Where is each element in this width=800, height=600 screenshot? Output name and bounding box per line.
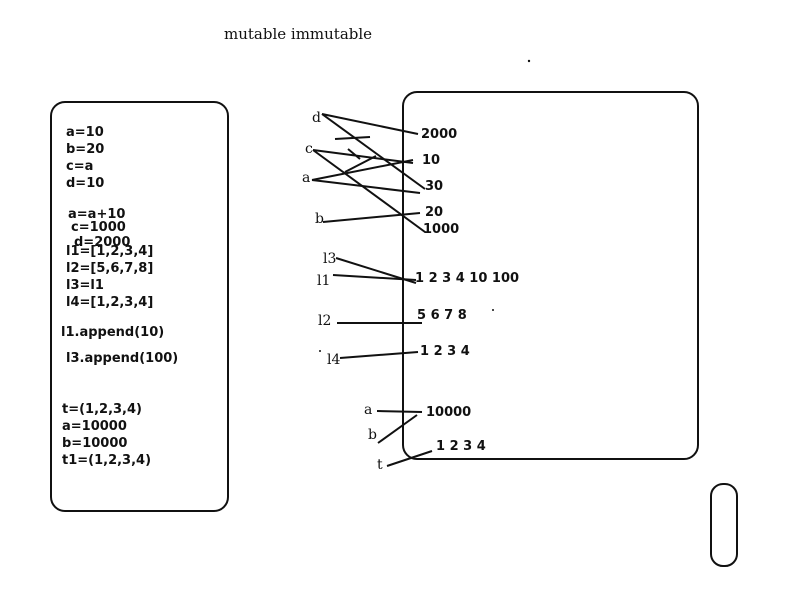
code-box xyxy=(50,101,229,512)
ref-line xyxy=(321,113,426,190)
ref-line xyxy=(312,149,414,164)
memory-value: 20 xyxy=(425,205,444,220)
variable-label: a xyxy=(364,402,373,418)
page-title: mutable immutable xyxy=(224,25,373,43)
code-line: a=a+10 xyxy=(68,207,126,222)
code-line: b=20 xyxy=(66,142,105,157)
code-line: l1.append(10) xyxy=(61,325,165,340)
memory-value: 1 2 3 4 xyxy=(436,439,486,454)
code-line: a=10 xyxy=(66,125,104,140)
strike-mark xyxy=(347,148,361,160)
ref-line xyxy=(339,351,419,359)
code-line: l4=[1,2,3,4] xyxy=(66,295,154,310)
variable-label: l2 xyxy=(318,313,332,329)
variable-label: l1 xyxy=(317,273,331,289)
ref-line xyxy=(386,450,433,467)
ref-line xyxy=(311,159,414,181)
memory-value: 10000 xyxy=(426,405,472,420)
code-line: b=10000 xyxy=(62,436,128,451)
variable-label: b xyxy=(368,427,377,443)
ref-line xyxy=(322,212,421,223)
memory-value: 1 2 3 4 10 100 xyxy=(415,271,520,286)
memory-value: 1 2 3 4 xyxy=(420,344,470,359)
code-line: l3.append(100) xyxy=(66,351,179,366)
variable-label: b xyxy=(315,211,324,227)
memory-value: 10 xyxy=(422,153,441,168)
code-line: d=10 xyxy=(66,176,105,191)
ref-line xyxy=(332,274,417,281)
strike-mark xyxy=(344,155,377,173)
memory-value: 5 6 7 8 xyxy=(417,308,467,323)
ref-line xyxy=(376,410,423,413)
scroll-pill xyxy=(710,483,738,567)
code-line: l3=l1 xyxy=(66,278,104,293)
code-line: t=(1,2,3,4) xyxy=(62,402,142,417)
ref-line xyxy=(377,414,418,444)
code-line: d=2000 xyxy=(74,235,131,250)
code-line: l2=[5,6,7,8] xyxy=(66,261,154,276)
code-line: c=a xyxy=(66,159,94,174)
code-line: t1=(1,2,3,4) xyxy=(62,453,152,468)
code-line: l1=[1,2,3,4] xyxy=(66,244,154,259)
variable-label: d xyxy=(312,110,321,126)
variable-label: l3 xyxy=(323,251,337,267)
strike-mark xyxy=(334,136,371,140)
ref-line xyxy=(311,179,421,194)
variable-label: l4 xyxy=(327,352,341,368)
ref-line xyxy=(312,149,426,233)
memory-value: 30 xyxy=(425,179,444,194)
code-line: a=10000 xyxy=(62,419,127,434)
code-line: c=1000 xyxy=(71,220,126,235)
variable-label: a xyxy=(302,170,311,186)
memory-value: 2000 xyxy=(421,127,458,142)
memory-box xyxy=(402,91,699,460)
variable-label: t xyxy=(377,457,383,473)
memory-value: 1000 xyxy=(423,222,460,237)
variable-label: c xyxy=(305,141,313,157)
ref-line xyxy=(321,113,419,135)
